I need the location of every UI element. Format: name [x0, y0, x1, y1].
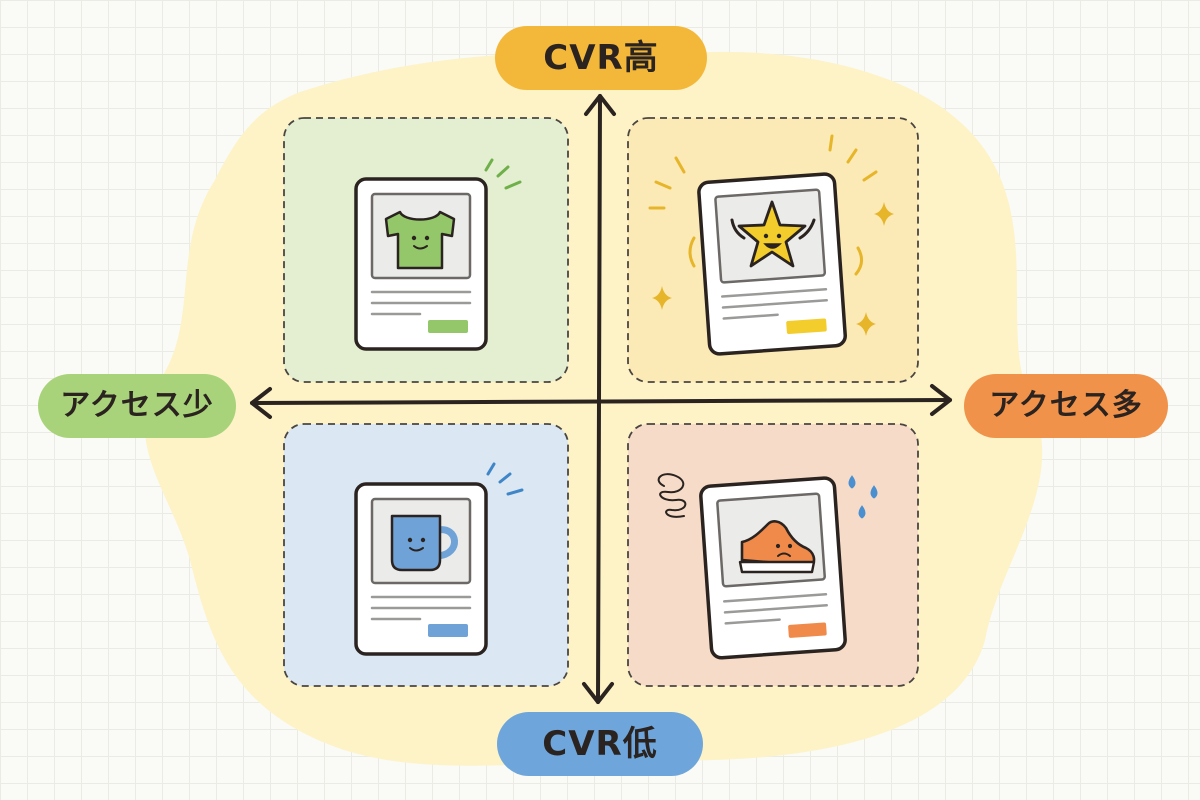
axis-label-cvr-high: CVR高 — [495, 26, 707, 90]
arrowhead-left — [250, 387, 272, 419]
star-icon — [730, 200, 816, 268]
sparkle-lines-icon — [486, 462, 524, 496]
product-card-tshirt — [354, 158, 522, 351]
arrowhead-right — [930, 384, 952, 416]
card-button-sneaker — [788, 622, 827, 638]
product-card-mug — [354, 462, 524, 656]
axes — [250, 94, 952, 704]
sparkle-burst-icon — [648, 134, 878, 276]
mug-icon — [390, 514, 458, 572]
card-button-mug — [428, 624, 468, 637]
sweat-drops-icon — [848, 475, 878, 519]
axis-label-cvr-low: CVR低 — [497, 712, 703, 776]
card-button-star — [786, 318, 827, 334]
sparkle-lines-icon — [484, 158, 522, 190]
sneaker-icon — [738, 520, 816, 574]
card-button-tshirt — [428, 320, 468, 333]
scribble-icon — [657, 473, 687, 518]
axis-label-access-high: アクセス多 — [964, 374, 1168, 438]
axis-label-access-low: アクセス少 — [38, 374, 236, 438]
arrowhead-up — [584, 94, 616, 116]
product-card-sneaker — [657, 473, 878, 660]
tshirt-icon — [384, 210, 456, 270]
sparkle-stars-icon — [652, 202, 894, 336]
horizontal-axis — [250, 398, 952, 405]
vertical-axis — [596, 94, 602, 704]
product-card-star — [648, 134, 894, 356]
arrowhead-down — [582, 682, 614, 704]
